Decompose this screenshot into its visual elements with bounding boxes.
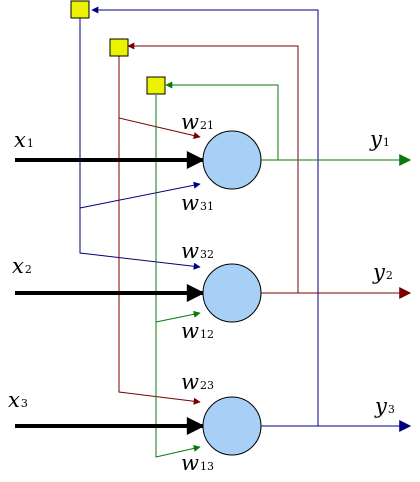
feedback-loop-y1 [155, 81, 279, 458]
neuron-3 [202, 396, 262, 456]
connection-w32 [79, 208, 201, 270]
feedback-loop-y2 [118, 42, 299, 405]
input-label-x3: x3 [8, 388, 28, 412]
delay-y1 [146, 76, 166, 95]
output-label-y2: y2 [372, 260, 393, 284]
weight-label-w23: w23 [181, 370, 214, 394]
weight-label-w31: w31 [181, 191, 214, 215]
feedback-loop-y3 [79, 6, 319, 426]
delay-y2 [109, 38, 129, 57]
input-label-x1: x1 [14, 128, 34, 152]
neuron-2 [202, 263, 262, 323]
output-label-y3: y3 [374, 394, 395, 418]
weight-label-w12: w12 [181, 319, 214, 343]
weight-label-w13: w13 [181, 451, 214, 475]
input-label-x2: x2 [12, 254, 32, 278]
output-label-y1: y1 [369, 127, 390, 151]
connection-w13 [155, 322, 201, 458]
delay-y3 [70, 0, 90, 19]
neuron-1 [202, 130, 262, 190]
weight-label-w21: w21 [181, 110, 214, 134]
connection-w23 [118, 118, 201, 405]
weight-label-w32: w32 [181, 239, 214, 263]
